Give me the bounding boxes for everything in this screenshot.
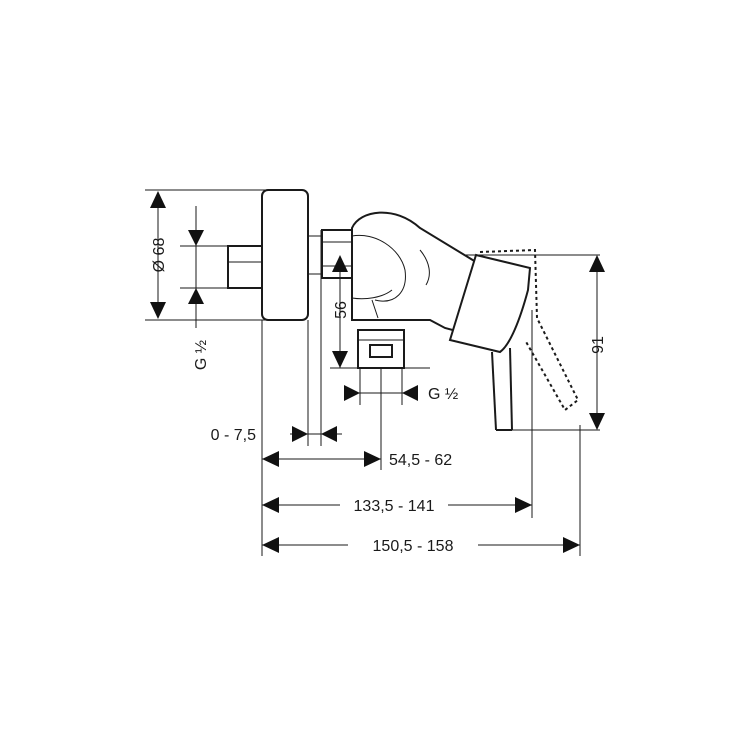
label-offset: 0 - 7,5 — [211, 427, 256, 444]
dim-thread-outlet: G ½ — [344, 385, 458, 403]
dim-outlet-distance: 54,5 - 62 — [262, 451, 452, 469]
dim-diameter: Ø 68 — [150, 191, 168, 319]
lever-alt-position — [479, 248, 580, 412]
wall-connector — [227, 245, 263, 289]
arrow-up — [150, 191, 166, 208]
lever-handle — [448, 253, 532, 354]
mixer-outline — [227, 189, 580, 431]
arrow-right — [563, 537, 580, 553]
extension-lines — [145, 189, 600, 556]
arrow-left — [262, 537, 279, 553]
wall-flange — [261, 189, 309, 321]
arrow-left — [262, 497, 279, 513]
arrow-down — [589, 413, 605, 430]
dim-offset: 0 - 7,5 — [211, 426, 342, 444]
label-outlet-distance: 54,5 - 62 — [389, 452, 452, 469]
dim-lever-reach: 133,5 - 141 — [262, 497, 532, 515]
label-overall-length: 150,5 - 158 — [373, 538, 454, 555]
label-thread-outlet: G ½ — [428, 386, 458, 403]
arrow-left — [402, 385, 418, 401]
label-thread-wall: G ½ — [193, 340, 210, 370]
arrow-left — [321, 426, 337, 442]
dim-overall-length: 150,5 - 158 — [262, 537, 580, 555]
arrow-down — [188, 230, 204, 246]
label-lever-reach: 133,5 - 141 — [354, 498, 435, 515]
dim-outlet-height: 56 — [332, 255, 350, 368]
dim-lever-height: 91 — [589, 255, 607, 430]
arrow-left — [262, 451, 279, 467]
label-outlet-height: 56 — [333, 301, 350, 319]
arrow-up — [188, 288, 204, 304]
arrow-up — [332, 255, 348, 272]
label-lever-height: 91 — [590, 336, 607, 354]
arrow-right — [292, 426, 308, 442]
arrow-right — [344, 385, 360, 401]
arrow-right — [515, 497, 532, 513]
arrow-down — [332, 351, 348, 368]
arrow-up — [589, 255, 605, 272]
arrow-right — [364, 451, 381, 467]
dim-thread-wall: G ½ — [188, 206, 210, 370]
arrow-down — [150, 302, 166, 319]
label-diameter: Ø 68 — [151, 238, 168, 273]
outlet-nut — [357, 329, 405, 369]
